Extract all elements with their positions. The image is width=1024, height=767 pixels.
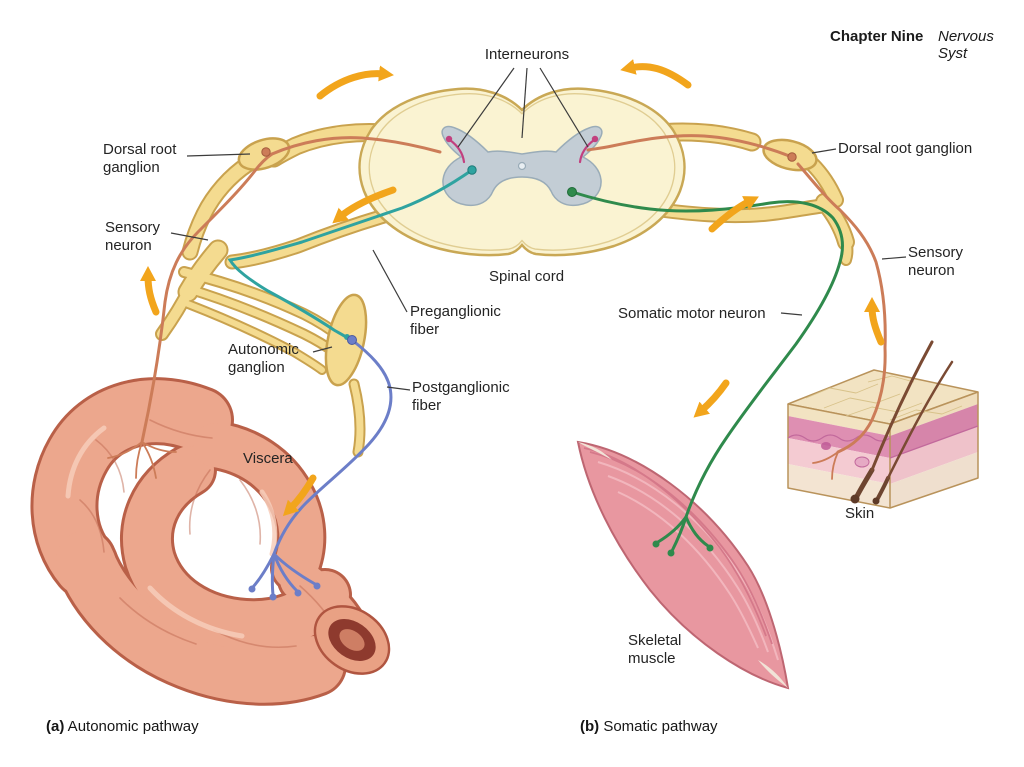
postganglionic-fiber-shape xyxy=(248,335,393,601)
skin-illustration xyxy=(787,340,979,509)
label-autonomic-ganglion: Autonomic ganglion xyxy=(228,341,299,376)
label-viscera: Viscera xyxy=(243,450,293,467)
arrow-from-skin xyxy=(864,297,885,346)
interneurons-shapes xyxy=(445,135,599,164)
caption-b-text: Somatic pathway xyxy=(599,718,718,735)
postganglionic-cell-body xyxy=(347,335,357,345)
visceral-endings xyxy=(107,441,177,479)
label-preganglionic-fiber: Preganglionic fiber xyxy=(410,303,501,338)
arrow-dorsal-right xyxy=(620,59,692,89)
arrow-to-viscera xyxy=(282,474,317,517)
arrow-afferent-right xyxy=(708,196,759,233)
pointer-drg-right xyxy=(811,148,837,154)
skin-gland xyxy=(854,456,870,468)
section-heading: Nervous Syst xyxy=(938,28,994,62)
muscle-tendon-top xyxy=(578,442,612,460)
preganglionic-cell-body xyxy=(467,165,477,175)
caption-autonomic-pathway: (a) Autonomic pathway xyxy=(46,718,199,735)
pointer-somatic-motor xyxy=(780,312,803,316)
pointer-interneuron-mid xyxy=(521,67,528,139)
caption-a-text: Autonomic pathway xyxy=(64,718,199,735)
label-dorsal-root-ganglion-left: Dorsal root ganglion xyxy=(103,141,177,176)
muscle-tendon-bottom xyxy=(758,660,788,688)
arrow-to-muscle xyxy=(693,379,730,418)
skin-surface-texture xyxy=(805,375,963,421)
caption-somatic-pathway: (b) Somatic pathway xyxy=(580,718,718,735)
pointer-interneuron-left xyxy=(457,67,515,148)
skeletal-muscle-illustration xyxy=(576,440,790,690)
motor-cell-body xyxy=(567,187,577,197)
caption-b-prefix: (b) xyxy=(580,718,600,735)
label-interneurons: Interneurons xyxy=(484,46,570,63)
pointer-interneuron-right xyxy=(539,67,589,148)
pointer-postganglionic xyxy=(386,386,411,391)
label-skeletal-muscle: Skeletal muscle xyxy=(628,632,682,667)
label-sensory-neuron-right: Sensory neuron xyxy=(908,244,964,279)
arrow-ventral-left xyxy=(332,186,397,224)
label-dorsal-root-ganglion-right: Dorsal root ganglion xyxy=(838,140,973,157)
pointer-sensory-right xyxy=(881,256,907,260)
pointer-autonomic-ganglion xyxy=(312,346,333,353)
pointer-preganglionic xyxy=(372,249,408,313)
skin-endings xyxy=(812,451,839,480)
label-sensory-neuron-left: Sensory neuron xyxy=(105,219,161,254)
sensory-cell-body-left xyxy=(261,147,271,157)
skin-receptor xyxy=(821,442,831,450)
arrow-afferent-left xyxy=(140,266,160,316)
somatic-motor-fiber-shape xyxy=(567,187,844,557)
caption-a-prefix: (a) xyxy=(46,718,65,735)
direction-arrows xyxy=(140,59,885,517)
label-postganglionic-fiber: Postganglionic fiber xyxy=(412,379,510,414)
label-pointer-lines xyxy=(170,67,907,391)
spinal-cord-section xyxy=(358,87,686,257)
central-canal xyxy=(517,161,527,171)
arrow-dorsal-left xyxy=(316,65,394,100)
label-spinal-cord: Spinal cord xyxy=(489,268,565,285)
label-skin: Skin xyxy=(845,505,875,522)
spinal-cord-inner-line xyxy=(368,92,676,251)
viscera-highlights xyxy=(65,425,278,639)
pointer-sensory-left xyxy=(170,232,209,241)
chapter-heading: Chapter Nine xyxy=(830,28,924,45)
sensory-fiber-left xyxy=(107,136,442,479)
hair-icon xyxy=(850,340,954,505)
sensory-cell-body-right xyxy=(787,152,797,162)
pointer-drg-left xyxy=(186,153,251,157)
viscera-lumen xyxy=(313,605,391,675)
viscera-illustration xyxy=(30,377,391,706)
sensory-fiber-right xyxy=(586,134,887,480)
label-somatic-motor-neuron: Somatic motor neuron xyxy=(618,305,766,322)
autonomic-ganglion-shape xyxy=(324,293,368,387)
muscle-striations xyxy=(583,447,779,661)
